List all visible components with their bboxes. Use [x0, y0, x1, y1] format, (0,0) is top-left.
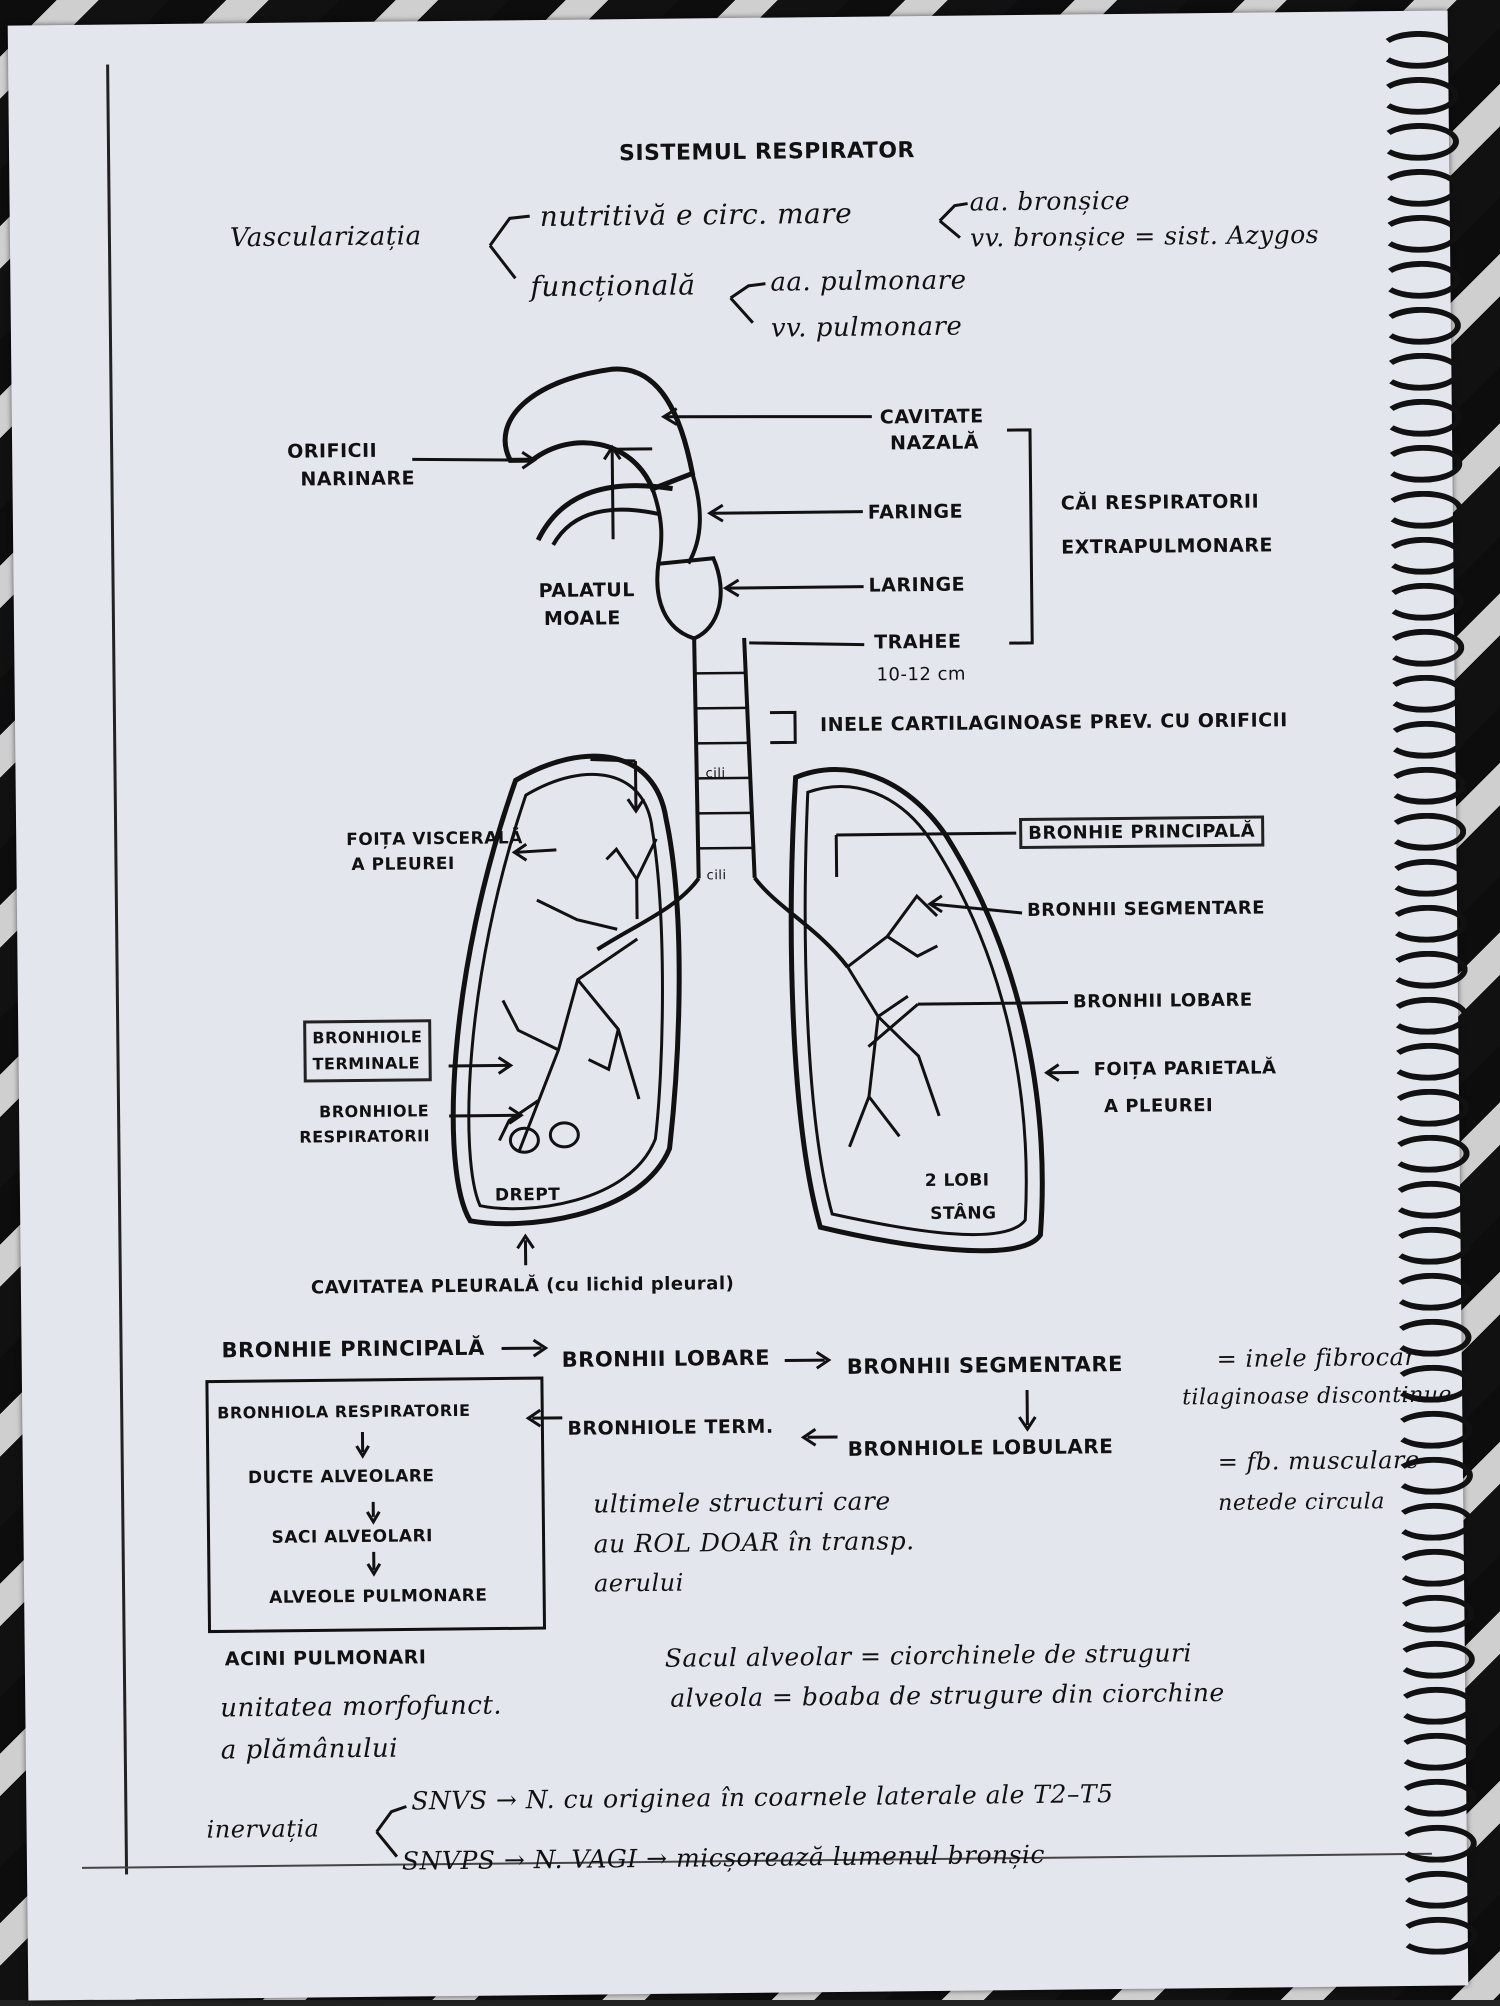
label-laringe: LARINGE: [868, 574, 965, 597]
label-palatul: PALATUL: [539, 579, 635, 602]
flow-bronhie-principala: BRONHIE PRINCIPALĂ: [221, 1336, 484, 1363]
label-terminale: TERMINALE: [312, 1050, 422, 1077]
flow-bronhiole-lobulare: BRONHIOLE LOBULARE: [848, 1434, 1114, 1461]
label-cai-respiratorii: CĂI RESPIRATORII: [1061, 491, 1260, 515]
label-narinare: NARINARE: [300, 467, 415, 490]
flow-segmentare-note-1: = inele fibrocar: [1217, 1343, 1417, 1373]
label-bronhiole-terminale-box: BRONHIOLE TERMINALE: [303, 1019, 432, 1082]
flow-bronhiole-term: BRONHIOLE TERM.: [567, 1416, 773, 1440]
acini-unitatea: unitatea morfofunct.: [220, 1691, 502, 1724]
flow-term-note-2: au ROL DOAR în transp.: [593, 1526, 914, 1558]
label-cili-2: cili: [707, 868, 727, 883]
flow-term-note-1: ultimele structuri care: [593, 1486, 891, 1518]
flow-lobulare-note-2: netede circula: [1218, 1489, 1385, 1516]
inerv-label: inervația: [206, 1814, 319, 1843]
label-bronhii-segmentare: BRONHII SEGMENTARE: [1027, 897, 1265, 920]
label-bronhiole-1: BRONHIOLE: [312, 1024, 422, 1051]
flow-segmentare-note-2: tilaginoase discontinue: [1182, 1383, 1452, 1411]
notebook-page: SISTEMUL RESPIRATOR Vascularizația nutri…: [8, 11, 1469, 2001]
label-cili-1: cili: [705, 766, 725, 781]
label-foita-parietala: FOIȚA PARIETALĂ: [1094, 1057, 1277, 1080]
flow-term-note-3: aerului: [594, 1569, 684, 1598]
acini-plamanului: a plămânului: [221, 1734, 399, 1766]
label-trahee-length: 10-12 cm: [876, 664, 966, 686]
label-respiratorii: RESPIRATORII: [299, 1126, 430, 1146]
label-2-lobi: 2 LOBI: [925, 1170, 990, 1191]
flow-bronhii-segmentare: BRONHII SEGMENTARE: [847, 1352, 1123, 1379]
label-bronhii-lobare: BRONHII LOBARE: [1073, 990, 1253, 1013]
label-trahee: TRAHEE: [874, 631, 961, 654]
label-drept: DREPT: [495, 1185, 561, 1206]
label-extrapulmonare: EXTRAPULMONARE: [1061, 534, 1273, 558]
alv-sacul: Sacul alveolar = ciorchinele de struguri: [665, 1638, 1192, 1673]
box-saci-alveolari: SACI ALVEOLARI: [271, 1526, 433, 1548]
box-alveole-pulmonare: ALVEOLE PULMONARE: [269, 1586, 487, 1608]
box-ducte-alveolare: DUCTE ALVEOLARE: [248, 1466, 435, 1488]
label-foita-parietala-pleurei: A PLEUREI: [1104, 1095, 1213, 1117]
label-cavitate: CAVITATE: [880, 405, 984, 428]
box-bronhiola-respiratorie: BRONHIOLA RESPIRATORIE: [217, 1401, 470, 1423]
label-faringe: FARINGE: [868, 501, 963, 524]
label-foita-viscerala: FOIȚA VISCERALĂ: [346, 828, 523, 850]
label-bronhiole-2: BRONHIOLE: [319, 1101, 429, 1121]
label-stang: STÂNG: [930, 1203, 997, 1224]
flow-bronhii-lobare: BRONHII LOBARE: [562, 1346, 771, 1372]
label-cavitatea-pleurala: CAVITATEA PLEURALĂ (cu lichid pleural): [311, 1273, 735, 1298]
label-foita-viscerala-pleurei: A PLEUREI: [351, 854, 455, 875]
acini-pulmonari: ACINI PULMONARI: [225, 1646, 427, 1670]
label-moale: MOALE: [544, 607, 621, 630]
label-bronhie-principala: BRONHIE PRINCIPALĂ: [1019, 815, 1264, 849]
flow-lobulare-note-1: = fb. musculare: [1218, 1446, 1420, 1476]
label-orificii: ORIFICII: [287, 440, 377, 463]
label-nazala: NAZALĂ: [890, 431, 979, 454]
alv-alveola: alveola = boaba de strugure din ciorchin…: [670, 1678, 1225, 1713]
